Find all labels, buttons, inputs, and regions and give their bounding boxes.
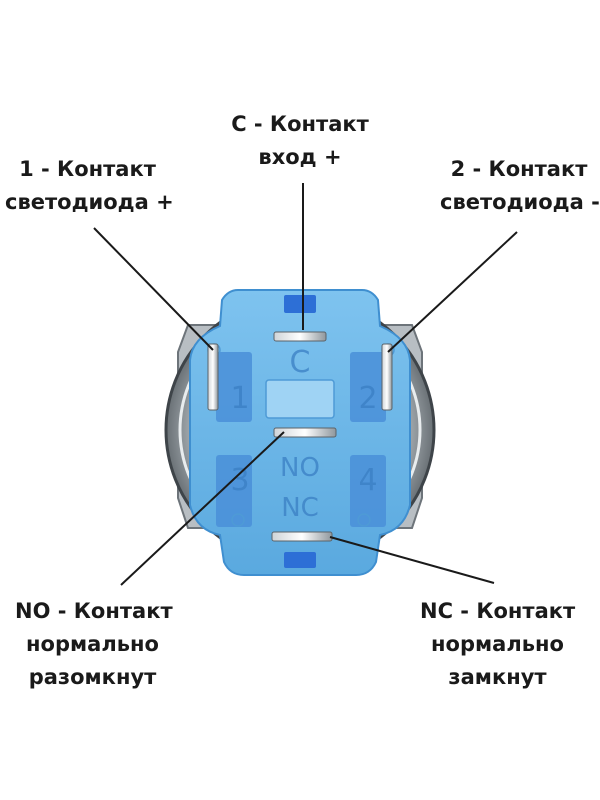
label-2-line1: 2 - Контакт [450,157,588,181]
label-1-line2: светодиода + [5,190,174,214]
label-no-contact: NO - Контакт нормально разомкнут [15,595,173,694]
leader-line-1 [93,227,214,351]
label-nc-line3: замкнут [448,665,547,689]
label-no-line2: нормально [26,632,159,656]
label-2-line2: светодиода - [440,190,600,214]
leader-line-2 [387,231,518,353]
marking-nc: NC [281,493,319,523]
label-c-line2: вход + [258,145,342,169]
terminal-c [273,331,327,342]
label-no-line1: NO - Контакт [15,599,173,623]
terminal-pins [207,331,393,542]
marking-c: C [290,345,311,380]
blue-base [189,289,411,576]
terminal-2 [381,343,393,411]
marking-no: NO [280,453,320,483]
terminal-no [273,427,337,438]
marking-2: 2 [358,381,377,416]
marking-4: 4 [358,463,377,498]
leader-line-nc [329,536,495,584]
label-nc-line1: NC - Контакт [420,599,576,623]
marking-3: 3 [230,463,249,498]
label-1-line1: 1 - Контакт [19,157,156,181]
label-2-contact: 2 - Контакт светодиода - [440,153,600,219]
leader-lines [93,183,518,586]
marking-1: 1 [230,381,249,416]
terminal-1 [207,343,219,411]
label-c-contact: C - Контакт вход + [230,108,370,174]
terminal-nc [271,531,333,542]
label-no-line3: разомкнут [28,665,157,689]
label-1-contact: 1 - Контакт светодиода + [5,153,174,219]
label-nc-contact: NC - Контакт нормально замкнут [420,595,575,694]
leader-line-no [120,431,285,586]
label-c-line1: C - Контакт [231,112,369,136]
label-nc-line2: нормально [431,632,564,656]
